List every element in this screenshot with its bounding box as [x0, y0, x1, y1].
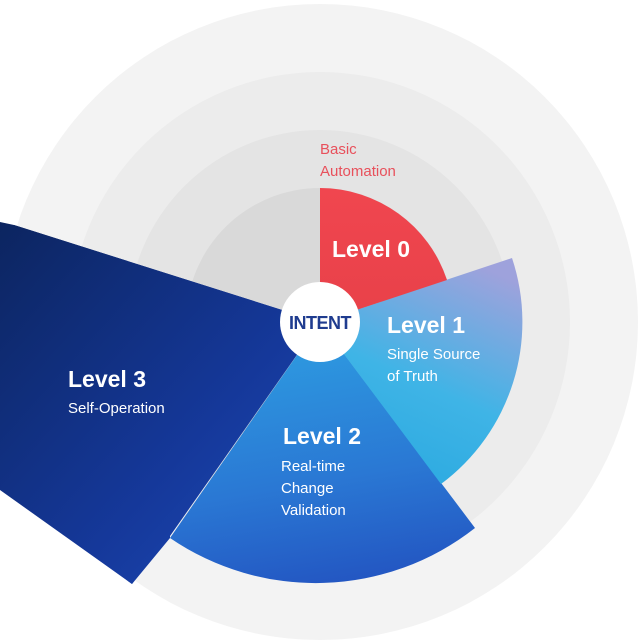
level-1-subtitle-line: Single Source: [387, 346, 481, 363]
level-1-subtitle: Single Source of Truth: [387, 344, 480, 388]
level-2-subtitle: Real-time Change Validation: [281, 456, 346, 522]
level-2-subtitle-line: Change: [281, 480, 334, 497]
center-circle[interactable]: [280, 282, 360, 362]
level-2-subtitle-line: Validation: [281, 502, 346, 519]
level-0-subtitle-line: Basic: [320, 141, 357, 158]
level-3-title: Level 3: [68, 366, 146, 392]
level-0-subtitle: Basic Automation: [320, 139, 396, 183]
sector-level-1[interactable]: [320, 258, 523, 484]
level-0-subtitle-line: Automation: [320, 163, 396, 180]
level-3-subtitle: Self-Operation: [68, 398, 165, 420]
level-2-subtitle-line: Real-time: [281, 458, 346, 475]
level-3-subtitle-line: Self-Operation: [68, 400, 165, 417]
sector-level-3-arc: [0, 225, 320, 584]
level-1-subtitle-line: of Truth: [387, 368, 438, 385]
sector-level-0[interactable]: [320, 188, 447, 322]
level-0-title: Level 0: [332, 236, 410, 262]
level-2-title: Level 2: [283, 423, 361, 449]
sector-level-2[interactable]: [170, 322, 475, 584]
center-label: INTENT: [289, 312, 352, 333]
level-1-title: Level 1: [387, 312, 465, 338]
